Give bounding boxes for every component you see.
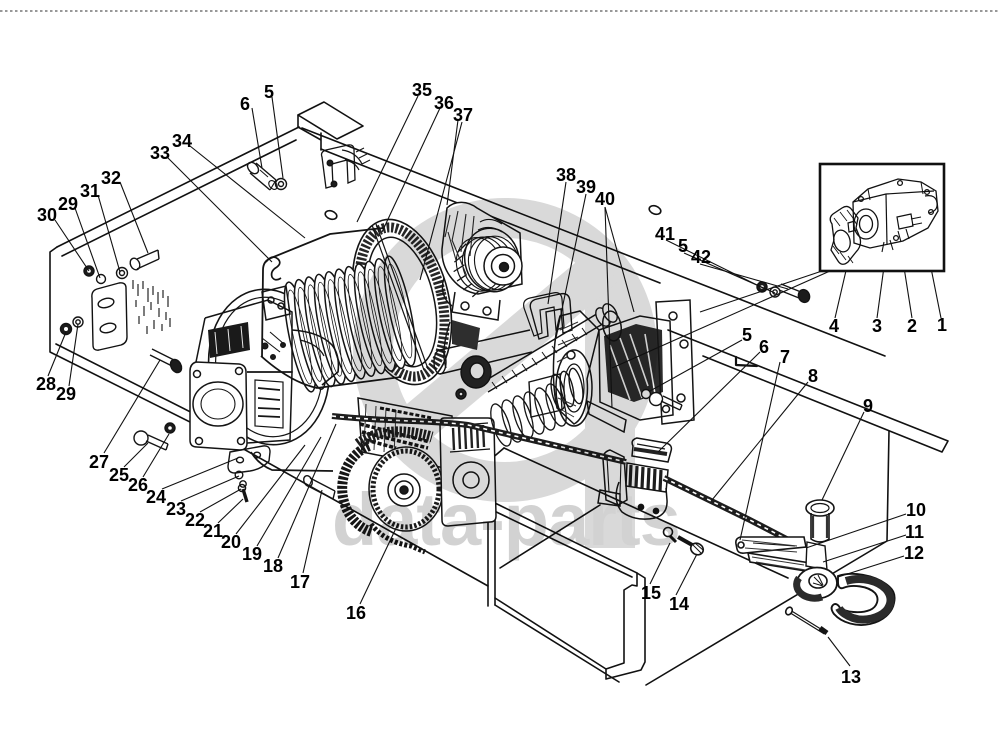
svg-text:19: 19 bbox=[242, 544, 262, 564]
svg-text:12: 12 bbox=[904, 543, 924, 563]
svg-text:1: 1 bbox=[937, 315, 947, 335]
svg-text:17: 17 bbox=[290, 572, 310, 592]
svg-text:27: 27 bbox=[89, 452, 109, 472]
svg-text:8: 8 bbox=[808, 366, 818, 386]
svg-text:29: 29 bbox=[56, 384, 76, 404]
svg-text:10: 10 bbox=[906, 500, 926, 520]
svg-text:29: 29 bbox=[58, 194, 78, 214]
svg-text:14: 14 bbox=[669, 594, 689, 614]
svg-text:18: 18 bbox=[263, 556, 283, 576]
svg-text:30: 30 bbox=[37, 205, 57, 225]
svg-text:6: 6 bbox=[240, 94, 250, 114]
svg-text:5: 5 bbox=[678, 236, 688, 256]
svg-text:35: 35 bbox=[412, 80, 432, 100]
svg-text:15: 15 bbox=[641, 583, 661, 603]
svg-text:31: 31 bbox=[80, 181, 100, 201]
svg-text:11: 11 bbox=[905, 522, 924, 542]
svg-text:40: 40 bbox=[595, 189, 615, 209]
svg-text:24: 24 bbox=[146, 487, 166, 507]
svg-text:3: 3 bbox=[872, 316, 882, 336]
svg-text:33: 33 bbox=[150, 143, 170, 163]
svg-text:28: 28 bbox=[36, 374, 56, 394]
svg-text:9: 9 bbox=[863, 396, 873, 416]
svg-text:23: 23 bbox=[166, 499, 186, 519]
svg-text:41: 41 bbox=[655, 224, 675, 244]
svg-text:32: 32 bbox=[101, 168, 121, 188]
svg-text:21: 21 bbox=[203, 521, 223, 541]
svg-text:7: 7 bbox=[780, 347, 790, 367]
svg-text:5: 5 bbox=[742, 325, 752, 345]
svg-text:38: 38 bbox=[556, 165, 576, 185]
svg-text:25: 25 bbox=[109, 465, 129, 485]
svg-text:6: 6 bbox=[759, 337, 769, 357]
svg-text:2: 2 bbox=[907, 316, 917, 336]
svg-text:39: 39 bbox=[576, 177, 596, 197]
svg-text:22: 22 bbox=[185, 510, 205, 530]
svg-text:34: 34 bbox=[172, 131, 192, 151]
svg-text:13: 13 bbox=[841, 667, 861, 687]
svg-text:36: 36 bbox=[434, 93, 454, 113]
svg-text:26: 26 bbox=[128, 475, 148, 495]
svg-text:data-parts: data-parts bbox=[332, 478, 680, 561]
svg-text:20: 20 bbox=[221, 532, 241, 552]
svg-text:4: 4 bbox=[829, 316, 839, 336]
svg-text:42: 42 bbox=[691, 247, 711, 267]
svg-text:37: 37 bbox=[453, 105, 473, 125]
svg-text:5: 5 bbox=[264, 82, 274, 102]
svg-text:16: 16 bbox=[346, 603, 366, 623]
